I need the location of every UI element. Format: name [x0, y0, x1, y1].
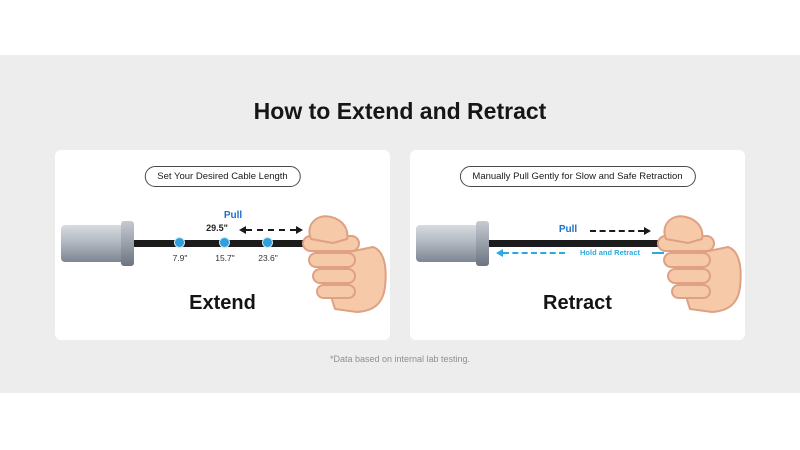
retract-illustration: Pull Hold and Retract	[410, 196, 745, 313]
page-title: How to Extend and Retract	[253, 98, 547, 124]
hand-icon	[657, 215, 742, 313]
extend-panel: Set Your Desired Cable Length Pull 29.5"…	[55, 150, 390, 340]
marker-label-3: 23.6"	[258, 253, 278, 263]
device-cap	[476, 221, 489, 266]
cable-reel-device	[61, 221, 141, 267]
hold-and-retract-label: Hold and Retract	[579, 248, 640, 257]
footnote: *Data based on internal lab testing.	[329, 354, 471, 364]
marker-dot-2	[219, 237, 230, 248]
pull-arrow-right-head	[644, 227, 651, 235]
marker-dot-3	[262, 237, 273, 248]
hand-icon	[302, 215, 387, 313]
retract-caption-pill: Manually Pull Gently for Slow and Safe R…	[459, 166, 696, 187]
marker-label-1: 7.9"	[172, 253, 188, 263]
pull-label: Pull	[558, 224, 578, 235]
device-cap	[121, 221, 134, 266]
extend-illustration: Pull 29.5" 7.9" 15.7" 23.6"	[55, 196, 390, 313]
total-length-label: 29.5"	[206, 223, 228, 233]
device-body	[416, 225, 480, 262]
cable-reel-device	[416, 221, 496, 267]
retract-arrow-tail	[652, 252, 664, 254]
pull-arrow-left-head	[239, 226, 246, 234]
retract-panel: Manually Pull Gently for Slow and Safe R…	[410, 150, 745, 340]
pull-label: Pull	[223, 210, 243, 221]
pull-arrow-line	[246, 229, 296, 231]
retract-arrow-line	[503, 252, 565, 254]
pull-arrow-line	[590, 230, 644, 232]
retract-arrow-left-head	[496, 249, 503, 257]
retract-label: Retract	[543, 292, 612, 314]
device-body	[61, 225, 125, 262]
marker-dot-1	[174, 237, 185, 248]
pull-arrow-right-head	[296, 226, 303, 234]
cable	[129, 240, 305, 247]
marker-label-2: 15.7"	[215, 253, 235, 263]
extend-label: Extend	[189, 292, 256, 314]
cable	[484, 240, 660, 247]
extend-caption-pill: Set Your Desired Cable Length	[144, 166, 301, 187]
